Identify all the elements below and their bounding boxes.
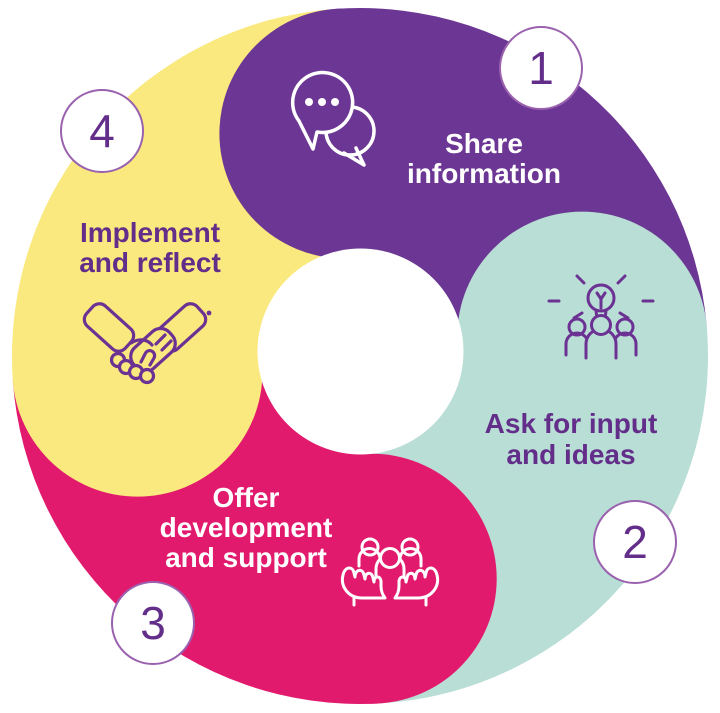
step-1-badge: 1 [499, 26, 583, 110]
segment-4-label-line-2: and reflect [79, 247, 221, 278]
lightbulb-glass [586, 283, 616, 313]
step-4-badge: 4 [60, 89, 144, 173]
center-person-head [379, 547, 401, 569]
wrist-marks [352, 596, 428, 607]
step-2-badge: 2 [593, 500, 677, 584]
segment-4-label-line-1: Implement [80, 217, 220, 248]
segment-3-label: Offer development and support [160, 482, 333, 573]
segment-3-label-line-2: development [160, 512, 333, 543]
step-3-number: 3 [140, 597, 166, 649]
thumb-line [129, 338, 154, 347]
finger-lines [154, 333, 173, 352]
step-2-badge-circle [593, 500, 677, 584]
left-person-shoulders [357, 547, 382, 568]
right-person-head [400, 537, 420, 557]
speech-bubble-dots [305, 98, 339, 106]
lightbulb-rays [547, 274, 655, 320]
right-person-shoulders [398, 547, 423, 568]
step-4-badge-circle [60, 89, 144, 173]
handshake-icon [82, 302, 212, 385]
left-person-head [360, 537, 380, 557]
left-person-head [567, 317, 587, 337]
left-cupped-hand [340, 566, 387, 600]
speech-bubbles-icon [290, 70, 376, 167]
lightbulb-filament [595, 291, 607, 310]
step-1-number: 1 [528, 42, 554, 94]
step-4-number: 4 [89, 105, 115, 157]
segment-1-label-line-2: information [407, 158, 561, 189]
people-lightbulb-icon [547, 274, 655, 360]
step-1-badge-circle [499, 26, 583, 110]
right-person-head [615, 317, 635, 337]
segment-2-head [457, 211, 708, 462]
step-3-badge: 3 [111, 581, 195, 665]
step-2-number: 2 [622, 516, 648, 568]
segment-1-label: Share information [407, 128, 561, 189]
speech-bubble-front [290, 70, 355, 151]
segment-1-label-line-1: Share [445, 128, 523, 159]
hands-holding-people-icon [340, 537, 440, 607]
segment-4-label: Implement and reflect [79, 217, 221, 278]
left-sleeve [82, 302, 136, 353]
center-person-head [590, 314, 612, 336]
segment-2-label-line-2: and ideas [506, 439, 635, 470]
segment-3-label-line-1: Offer [213, 482, 280, 513]
thumb-loop [139, 349, 157, 367]
step-3-badge-circle [111, 581, 195, 665]
segment-2-label: Ask for input and ideas [485, 408, 658, 470]
segment-3-label-line-3: and support [165, 542, 327, 573]
knuckles [109, 351, 156, 385]
segment-2-label-line-1: Ask for input [485, 408, 658, 439]
segment-1-head [219, 8, 470, 259]
